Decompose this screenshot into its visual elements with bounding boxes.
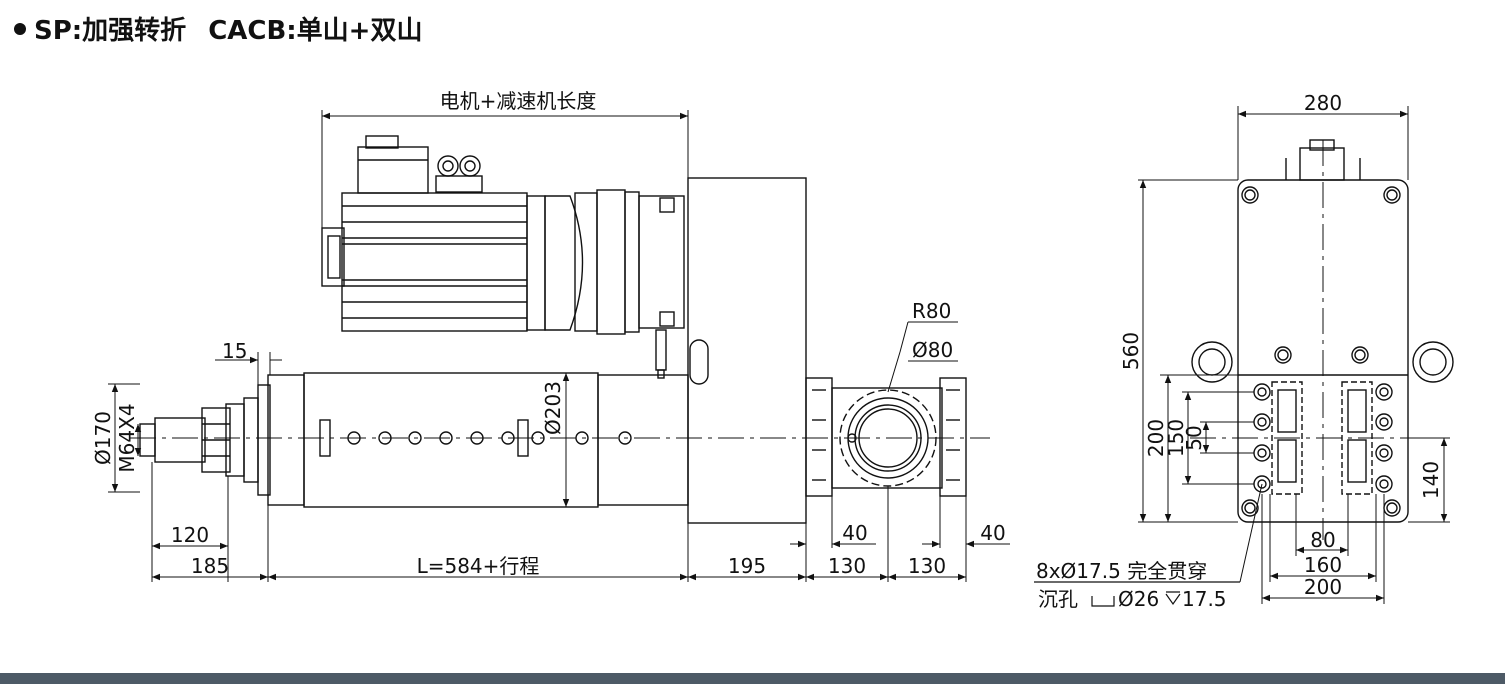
diagram-heading: SP:加强转折 CACB:单山+双山 [14, 10, 422, 47]
bolt-span-h2-label: 200 [1304, 575, 1342, 599]
footer-band [0, 673, 1505, 684]
side-view [108, 110, 1010, 582]
bullet-icon [14, 22, 26, 35]
trunnion-offset-a-label: 40 [842, 521, 867, 545]
counterbore-depth: 17.5 [1182, 587, 1227, 611]
trunnion-width-b-label: 130 [908, 554, 946, 578]
connector-top [1299, 147, 1345, 181]
gearbox-housing [687, 177, 807, 524]
motor-connector [357, 135, 429, 194]
trunnion-width-a-label: 130 [828, 554, 866, 578]
hole-note: 8xØ17.5 完全贯穿 [1036, 559, 1207, 583]
trunnion-block [805, 351, 967, 497]
servo-motor [321, 189, 685, 379]
hole-leader-line [1239, 483, 1263, 583]
housing-dia-label: Ø203 [541, 381, 565, 435]
counterbore-icon [1091, 596, 1115, 607]
variant-code: CACB:单山+双山 [208, 16, 423, 46]
depth-icon [1165, 591, 1181, 606]
bolt-span-h1-label: 160 [1304, 553, 1342, 577]
slot-v-label: 150 [1164, 419, 1188, 457]
bolt-span-v-label: 200 [1144, 419, 1168, 457]
thread-label: M64X4 [115, 403, 139, 472]
bore-dia-label: Ø80 [912, 338, 953, 362]
eye-bolt-icon [1191, 341, 1454, 383]
grease-port [689, 339, 709, 385]
trunnion-offset-b-label: 40 [980, 521, 1005, 545]
model-code: SP:加强转折 [34, 16, 187, 46]
motor-length-label: 电机+减速机长度 [440, 89, 597, 113]
eye-bolt-icon [435, 155, 483, 193]
counterbore-prefix: 沉孔 [1038, 587, 1078, 611]
end-view [1138, 106, 1454, 604]
rod-offset-label: 15 [222, 339, 247, 363]
gearbox-length-label: 195 [728, 554, 766, 578]
slot-gap-label: 50 [1182, 425, 1206, 450]
stroke-length-label: L=584+行程 [417, 554, 540, 578]
cylinder-body [139, 372, 689, 508]
counterbore-spec: Ø26 [1118, 587, 1159, 611]
end-width-label: 280 [1304, 91, 1342, 115]
body-dia-label: Ø170 [91, 411, 115, 465]
slot-width-label: 80 [1310, 528, 1335, 552]
end-height-label: 560 [1119, 332, 1143, 370]
center-h-label: 140 [1419, 461, 1443, 499]
front-length-label: 185 [191, 554, 229, 578]
rod-length-label: 120 [171, 523, 209, 547]
radius-label: R80 [912, 299, 951, 323]
